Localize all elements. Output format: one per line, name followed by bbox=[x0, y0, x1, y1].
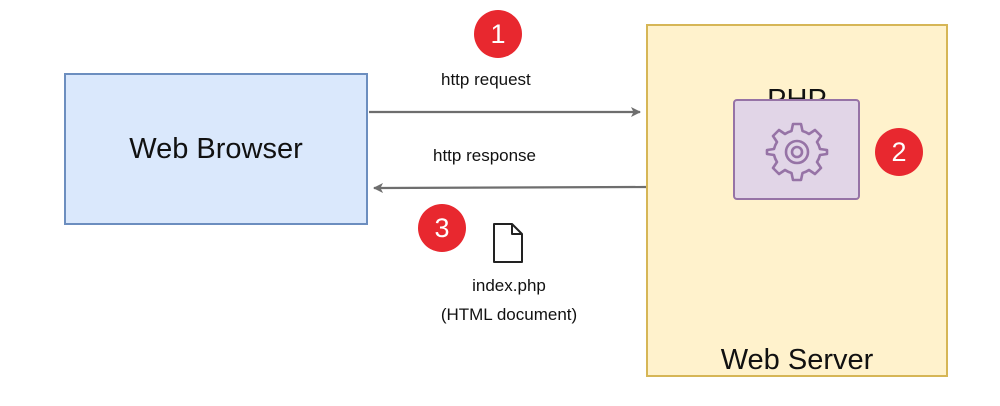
web-server-label: Web Server bbox=[720, 344, 874, 376]
document-caption: index.php (HTML document) bbox=[414, 271, 604, 329]
step-badge-3: 3 bbox=[418, 204, 466, 252]
document-icon bbox=[493, 223, 523, 263]
web-server-node: PHP Web Server bbox=[646, 24, 948, 377]
web-browser-node: Web Browser bbox=[64, 73, 368, 225]
http-response-label: http response bbox=[433, 146, 537, 165]
step-badge-1: 1 bbox=[474, 10, 522, 58]
gear-icon bbox=[765, 122, 828, 181]
document-description: (HTML document) bbox=[440, 305, 578, 324]
php-engine-node bbox=[733, 99, 860, 200]
web-browser-label: Web Browser bbox=[129, 132, 303, 165]
response-arrow bbox=[373, 182, 647, 193]
step-badge-2: 2 bbox=[875, 128, 923, 176]
document-filename: index.php bbox=[472, 276, 546, 295]
http-request-label: http request bbox=[441, 70, 531, 89]
